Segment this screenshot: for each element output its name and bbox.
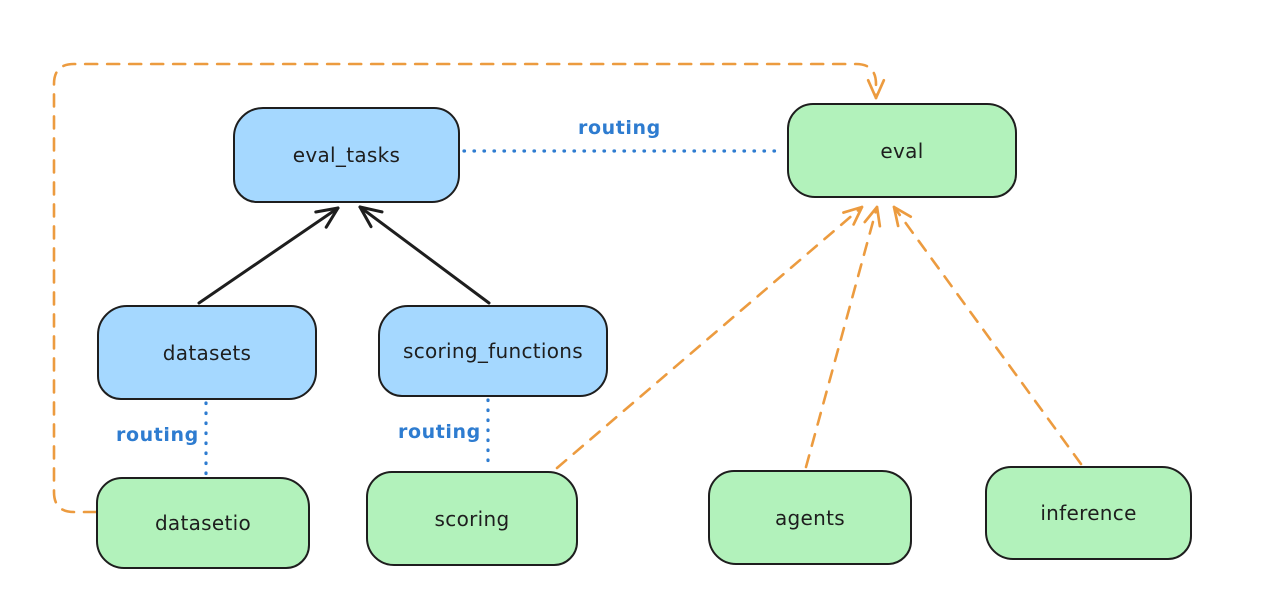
node-datasets[interactable]: datasets [97,305,317,400]
node-eval-tasks[interactable]: eval_tasks [233,107,460,203]
node-datasetio-label: datasetio [154,511,252,535]
node-eval-tasks-label: eval_tasks [292,143,401,167]
edge-datasets-to-eval-tasks[interactable] [197,206,340,305]
node-scoring-functions[interactable]: scoring_functions [378,305,608,397]
edge-label-routing-datasets: routing [116,424,199,446]
node-agents[interactable]: agents [708,470,912,565]
node-datasetio[interactable]: datasetio [96,477,310,569]
node-scoring[interactable]: scoring [366,471,578,566]
edge-label-routing-top: routing [578,117,661,139]
node-eval-label: eval [880,138,924,163]
node-eval[interactable]: eval [787,103,1017,198]
node-inference[interactable]: inference [985,466,1192,560]
node-scoring-functions-label: scoring_functions [402,339,584,363]
edge-scoring-to-eval[interactable] [555,205,864,470]
node-agents-label: agents [775,505,845,530]
edge-inference-to-eval[interactable] [892,205,1083,466]
edge-label-routing-scoring: routing [398,421,481,443]
node-scoring-label: scoring [434,506,510,531]
edge-scoring-functions-to-eval-tasks[interactable] [358,205,491,305]
node-datasets-label: datasets [162,340,252,365]
node-inference-label: inference [1040,501,1137,525]
edge-agents-to-eval[interactable] [804,205,882,469]
